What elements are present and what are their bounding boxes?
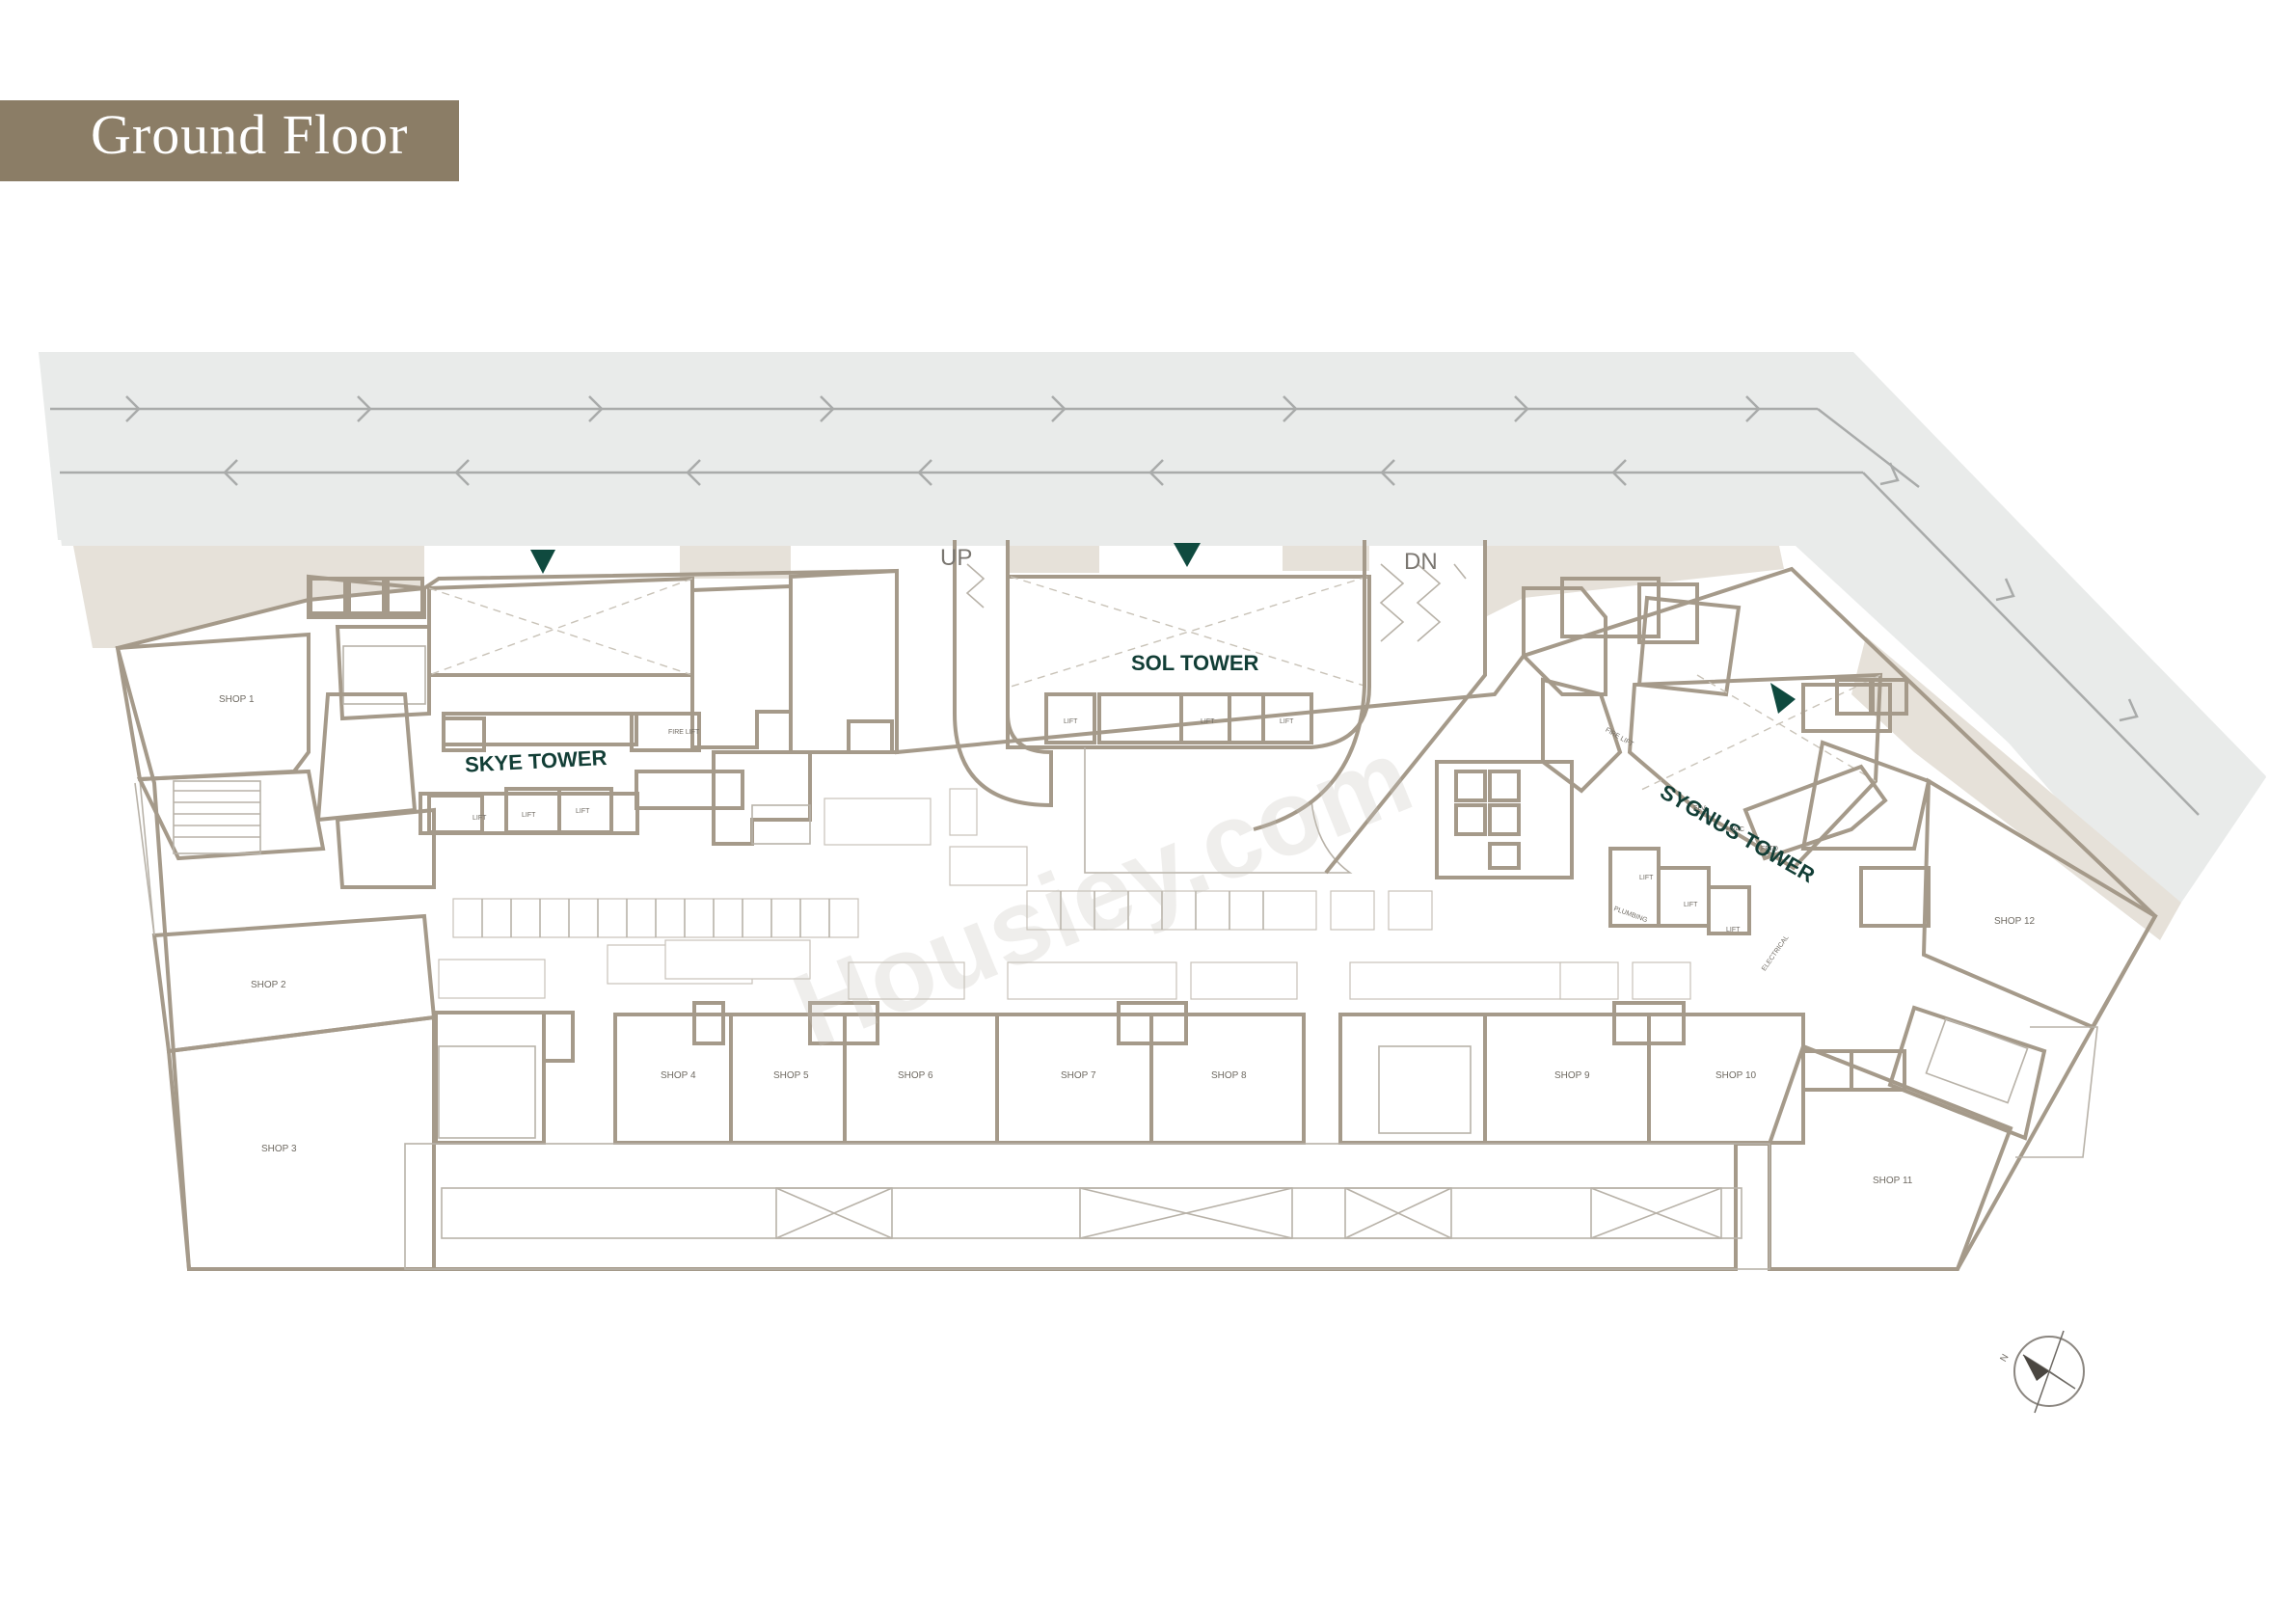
- shop11-room: [1768, 1043, 2013, 1271]
- shop5-label: SHOP 5: [773, 1070, 809, 1081]
- parking-bays: [438, 788, 1691, 1000]
- shop8-label: SHOP 8: [1211, 1070, 1247, 1081]
- sygnus-tower-label: SYGNUS TOWER: [1656, 779, 1819, 887]
- shop3-room: [166, 1014, 436, 1271]
- entry-marker-skye: [530, 550, 555, 574]
- shop7-label: SHOP 7: [1061, 1070, 1096, 1081]
- lift-label-sol-2: LIFT: [1201, 718, 1215, 725]
- entry-marker-sol: [1174, 543, 1201, 567]
- elv-label: ELV: [1693, 805, 1706, 812]
- shop4-label: SHOP 4: [661, 1070, 696, 1081]
- sygnus-tower-block: [1435, 577, 1931, 935]
- shop2-room: [151, 913, 437, 1054]
- page-title: Ground Floor: [91, 103, 409, 166]
- lift-label-sygnus-1: LIFT: [1639, 875, 1654, 881]
- fftd-label: FFTD: [1761, 846, 1778, 852]
- fire-lift-label-skye: FIRE LIFT: [668, 729, 700, 736]
- shop6-label: SHOP 6: [898, 1070, 933, 1081]
- hvac-label: HVAC: [1726, 826, 1744, 833]
- sol-tower-label: SOL TOWER: [1131, 651, 1259, 675]
- podium-band: [404, 1143, 1770, 1270]
- shop-row: [434, 1001, 1853, 1145]
- landscape-strip-mid2: [1283, 546, 1369, 571]
- lift-label-sygnus-2: LIFT: [1684, 902, 1698, 908]
- lift-label-sol-1: LIFT: [1064, 718, 1078, 725]
- entry-marker-sygnus: [1770, 683, 1796, 714]
- shop3-label: SHOP 3: [261, 1144, 297, 1154]
- lift-label-sygnus-3: LIFT: [1726, 927, 1741, 933]
- shop1-label: SHOP 1: [219, 694, 255, 705]
- shop9-label: SHOP 9: [1554, 1070, 1590, 1081]
- skye-tower-block: [136, 568, 899, 889]
- shop2-label: SHOP 2: [251, 980, 286, 990]
- shop12-label: SHOP 12: [1994, 916, 2035, 927]
- compass-north-label: N: [1998, 1352, 2011, 1364]
- landscape-strip-right: [1485, 546, 1784, 617]
- watermark: Housiey.com: [778, 716, 1427, 1069]
- lift-label-sol-3: LIFT: [1280, 718, 1294, 725]
- lift-label-skye-1: LIFT: [473, 815, 487, 822]
- compass-icon: N: [1998, 1330, 2085, 1414]
- landscape-strip-left: [73, 546, 424, 648]
- traffic-lane-east: [50, 395, 1920, 488]
- lift-label-skye-3: LIFT: [576, 808, 590, 815]
- electrical-label: ELECTRICAL: [1761, 934, 1791, 972]
- shop1-room: [115, 632, 311, 782]
- ramp-down-label: DN: [1404, 549, 1438, 575]
- ramp-up-label: UP: [940, 545, 972, 571]
- title-banner: [0, 100, 459, 181]
- shop11-label: SHOP 11: [1873, 1176, 1913, 1186]
- lift-label-skye-2: LIFT: [522, 812, 536, 819]
- sol-tower-block: [953, 540, 1487, 875]
- access-road-main: [39, 352, 2266, 903]
- traffic-lane-west: [60, 459, 2200, 816]
- shop10-label: SHOP 10: [1715, 1070, 1756, 1081]
- landscape-strip-mid-left: [680, 546, 791, 579]
- landscape-strip-mid: [1008, 546, 1099, 573]
- plumbing-label: PLUMBING: [1612, 906, 1648, 924]
